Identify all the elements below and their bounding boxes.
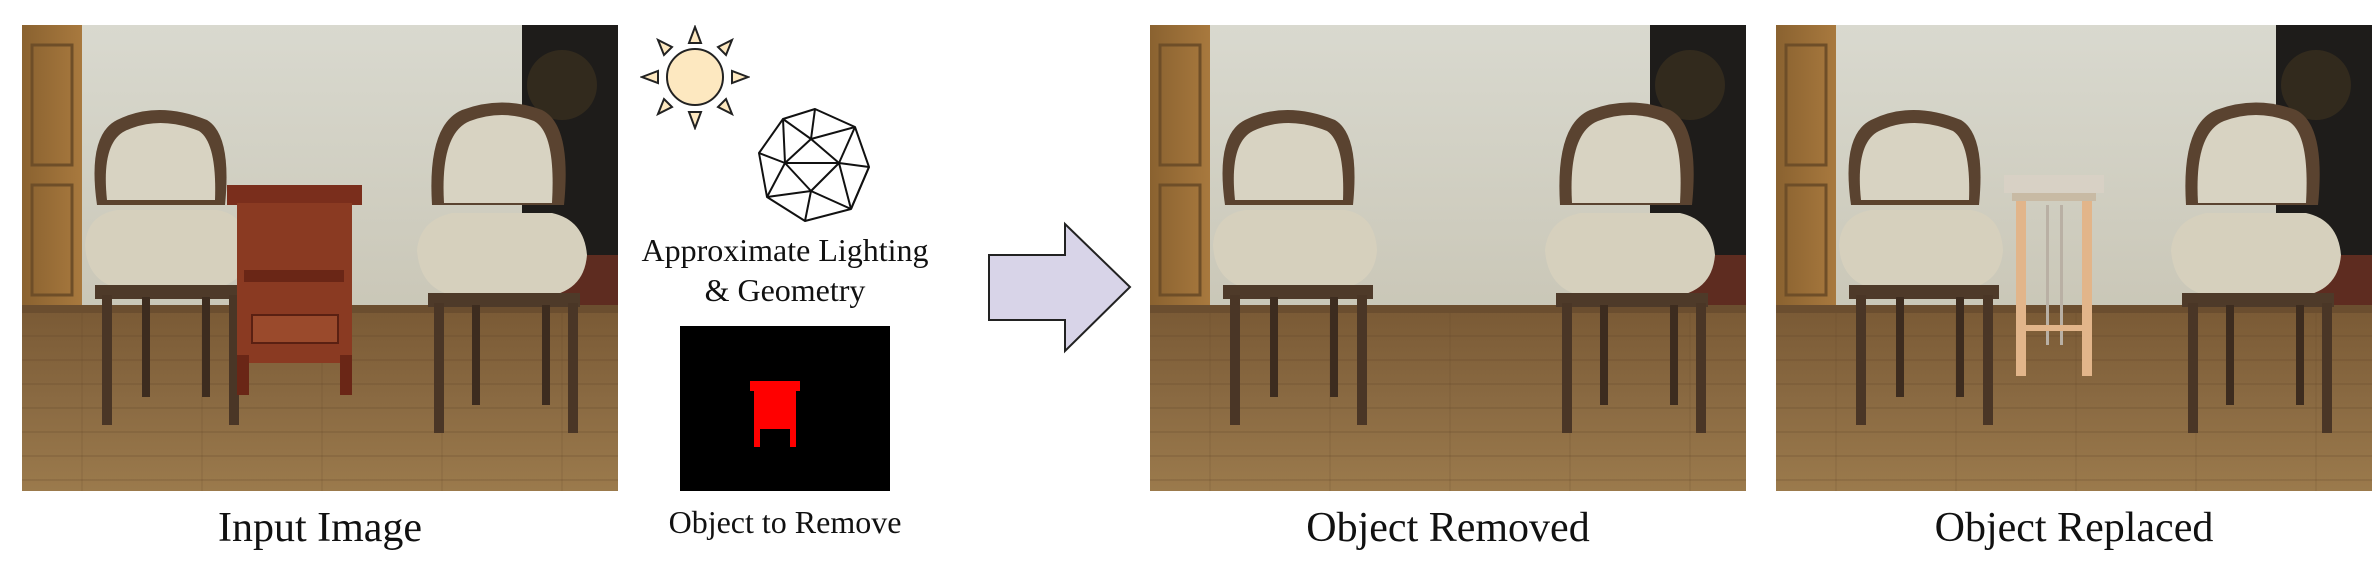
geodesic-sphere-icon [758,108,870,222]
side-table [227,185,362,395]
object-mask [680,326,890,491]
lighting-geometry-line2: & Geometry [704,272,866,308]
input-image-caption: Input Image [217,505,423,551]
input-image-panel [22,25,618,491]
object-removed-caption: Object Removed [1306,505,1590,551]
right-arrow-icon [988,221,1132,354]
lighting-geometry-line1: Approximate Lighting [641,232,929,268]
replacement-table [2004,175,2104,376]
object-replaced-caption: Object Replaced [1934,505,2214,551]
mask-object-silhouette [750,381,800,447]
sun-icon [640,25,750,130]
object-replaced-panel [1776,25,2372,491]
lighting-geometry-label: Approximate Lighting & Geometry [630,230,940,310]
mask-caption: Object to Remove [668,504,902,540]
object-removed-panel [1150,25,1746,491]
